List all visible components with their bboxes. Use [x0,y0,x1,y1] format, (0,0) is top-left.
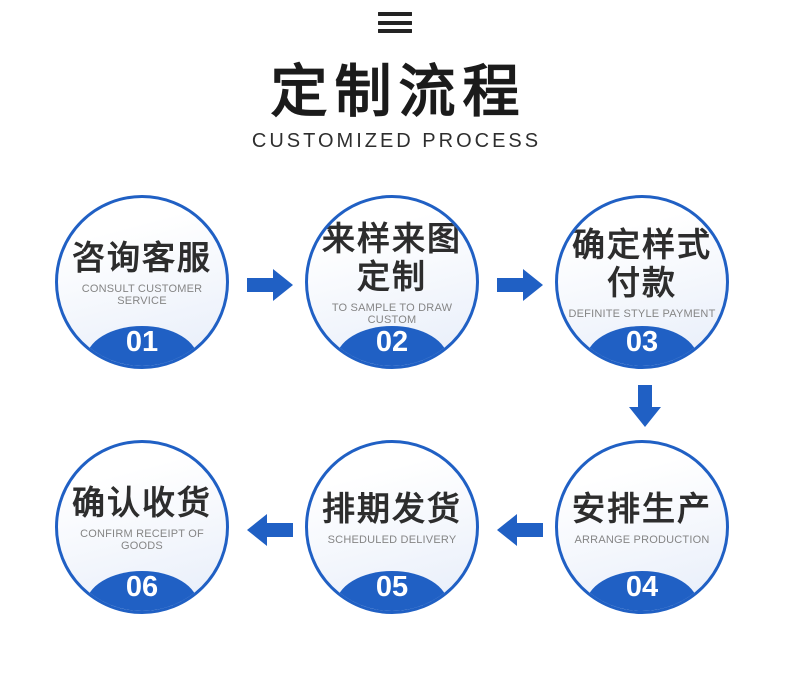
step-circle-06: 确认收货 CONFIRM RECEIPT OF GOODS 06 [55,440,229,614]
menu-bar-line [378,12,412,16]
arrow-right-icon [497,269,543,301]
menu-bar-line [378,29,412,33]
step-text-block: 排期发货 SCHEDULED DELIVERY [322,490,462,565]
arrow-left-icon [497,514,543,546]
step-subtitle: TO SAMPLE TO DRAW CUSTOM [331,302,453,327]
step-title: 确认收货 [72,483,212,521]
step-subtitle: CONSULT CUSTOMER SERVICE [81,283,203,308]
arrow-left-icon [247,514,293,546]
step-text-block: 确定样式 付款 DEFINITE STYLE PAYMENT [568,226,715,339]
page-subtitle: CUSTOMIZED PROCESS [251,130,542,152]
menu-bars-icon [378,12,412,33]
menu-bar-line [378,20,412,25]
step-title: 咨询客服 [72,238,212,276]
step-title: 安排生产 [572,489,712,527]
step-circle-01: 咨询客服 CONSULT CUSTOMER SERVICE 01 [55,195,229,369]
step-text-block: 来样来图 定制 TO SAMPLE TO DRAW CUSTOM [308,220,476,345]
step-number: 01 [125,326,159,358]
step-circle-04: 安排生产 ARRANGE PRODUCTION 04 [555,440,729,614]
step-number: 06 [125,571,159,603]
step-title: 排期发货 [322,489,462,527]
page-title: 定制流程 [270,60,527,124]
step-number: 02 [375,326,409,358]
step-title: 来样来图 定制 [322,219,462,295]
step-title: 确定样式 付款 [571,225,712,301]
step-circle-02: 来样来图 定制 TO SAMPLE TO DRAW CUSTOM 02 [305,195,479,369]
step-subtitle: SCHEDULED DELIVERY [327,534,457,547]
step-subtitle: ARRANGE PRODUCTION [574,534,710,547]
step-text-block: 确认收货 CONFIRM RECEIPT OF GOODS [58,484,226,571]
arrow-right-icon [247,269,293,301]
step-circle-03: 确定样式 付款 DEFINITE STYLE PAYMENT 03 [555,195,729,369]
step-subtitle: DEFINITE STYLE PAYMENT [568,308,716,321]
step-number: 04 [625,571,659,603]
step-text-block: 安排生产 ARRANGE PRODUCTION [572,490,712,565]
step-number: 03 [625,326,659,358]
step-circle-05: 排期发货 SCHEDULED DELIVERY 05 [305,440,479,614]
step-number: 05 [375,571,409,603]
arrow-down-icon [629,385,661,427]
step-text-block: 咨询客服 CONSULT CUSTOMER SERVICE [58,239,226,326]
step-subtitle: CONFIRM RECEIPT OF GOODS [80,528,204,553]
